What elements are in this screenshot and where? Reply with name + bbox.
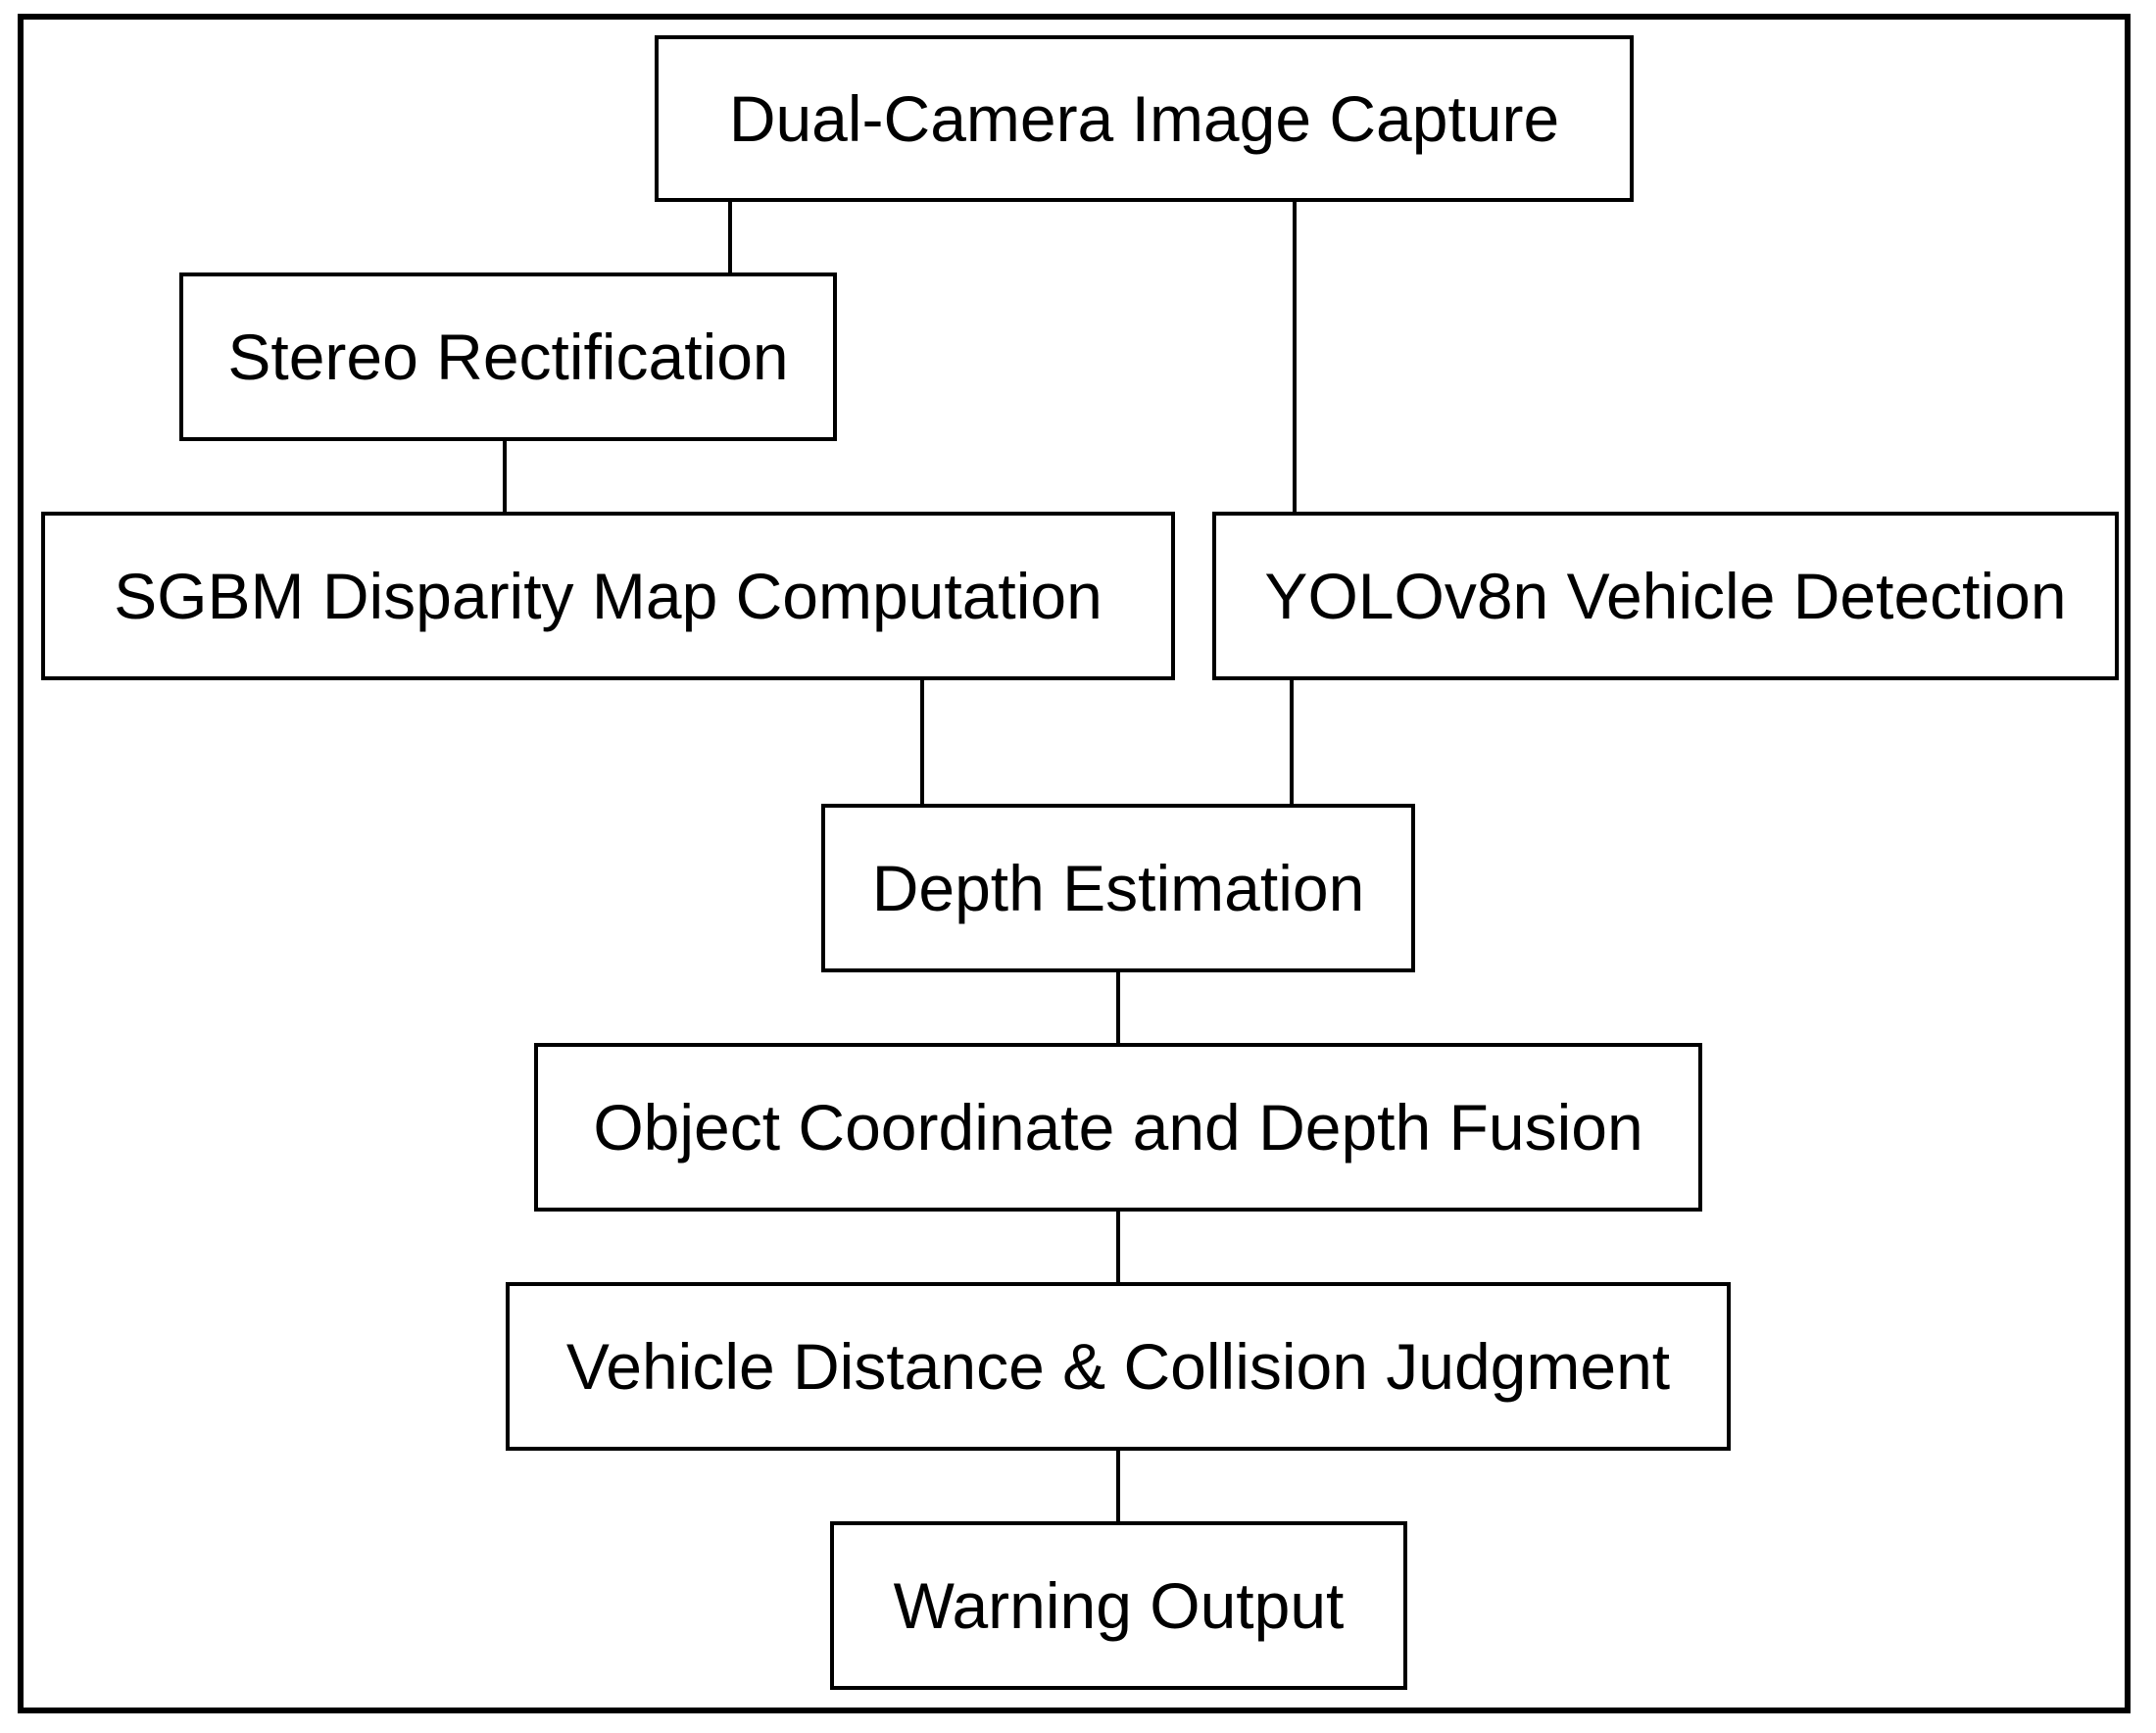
node-label: YOLOv8n Vehicle Detection (1264, 560, 2067, 632)
node-label: Vehicle Distance & Collision Judgment (565, 1330, 1671, 1403)
node-warning-output: Warning Output (830, 1521, 1407, 1690)
node-sgbm-disparity-map-computation: SGBM Disparity Map Computation (41, 512, 1175, 680)
node-yolov8n-vehicle-detection: YOLOv8n Vehicle Detection (1212, 512, 2119, 680)
node-label: Stereo Rectification (227, 321, 789, 393)
node-stereo-rectification: Stereo Rectification (179, 272, 837, 441)
node-label: Warning Output (893, 1569, 1345, 1642)
node-label: Object Coordinate and Depth Fusion (593, 1091, 1643, 1164)
node-label: Depth Estimation (871, 852, 1365, 924)
node-dual-camera-image-capture: Dual-Camera Image Capture (655, 35, 1634, 202)
outer-frame (18, 14, 2131, 1713)
node-label: SGBM Disparity Map Computation (114, 560, 1102, 632)
node-object-coordinate-depth-fusion: Object Coordinate and Depth Fusion (534, 1043, 1702, 1212)
node-depth-estimation: Depth Estimation (821, 804, 1415, 972)
node-label: Dual-Camera Image Capture (728, 82, 1560, 155)
node-vehicle-distance-collision-judgment: Vehicle Distance & Collision Judgment (506, 1282, 1731, 1451)
